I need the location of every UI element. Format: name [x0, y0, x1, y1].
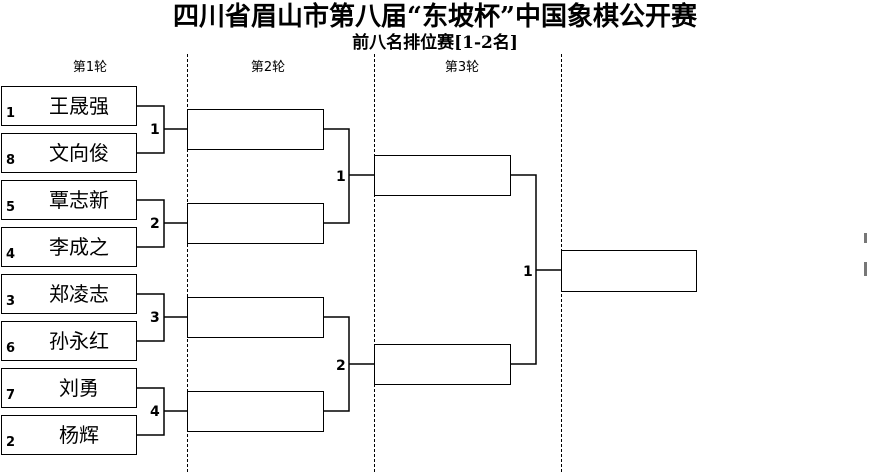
player-name: 文向俊 [49, 141, 109, 165]
player-name: 王晟强 [49, 94, 109, 118]
match-number: 2 [336, 358, 346, 374]
edge-mark [864, 262, 867, 276]
edge-mark [864, 233, 867, 243]
player-slot-3[interactable]: 5 覃志新 [1, 180, 137, 220]
player-seed: 6 [6, 341, 16, 356]
page-title: 四川省眉山市第八届“东坡杯”中国象棋公开赛 [173, 2, 697, 32]
round-2-slot[interactable] [187, 109, 324, 150]
page-subtitle: 前八名排位赛[1-2名] [352, 33, 518, 53]
player-name: 杨辉 [59, 423, 99, 447]
match-number: 1 [336, 169, 346, 185]
player-seed: 3 [6, 294, 16, 309]
match-number: 3 [150, 310, 160, 326]
player-name: 覃志新 [49, 188, 109, 212]
final-slot[interactable] [561, 250, 697, 292]
round-3-slot[interactable] [374, 155, 511, 196]
player-seed: 7 [6, 388, 16, 403]
player-name: 郑凌志 [49, 282, 109, 306]
player-slot-2[interactable]: 8 文向俊 [1, 133, 137, 173]
player-slot-8[interactable]: 2 杨辉 [1, 415, 137, 455]
player-seed: 5 [6, 200, 16, 215]
round-divider [374, 54, 375, 472]
player-seed: 8 [6, 153, 16, 168]
connector-line [324, 128, 350, 224]
player-name: 李成之 [49, 235, 109, 259]
round-2-label: 第2轮 [250, 60, 286, 75]
player-slot-7[interactable]: 7 刘勇 [1, 368, 137, 408]
player-name: 刘勇 [59, 376, 99, 400]
match-number: 2 [150, 216, 160, 232]
player-slot-1[interactable]: 1 王晟强 [1, 86, 137, 126]
round-divider [187, 54, 188, 472]
match-number: 4 [150, 404, 160, 420]
player-slot-6[interactable]: 6 孙永红 [1, 321, 137, 361]
player-seed: 1 [6, 106, 16, 121]
match-number: 1 [523, 264, 533, 280]
round-1-label: 第1轮 [72, 60, 108, 75]
player-slot-5[interactable]: 3 郑凌志 [1, 274, 137, 314]
match-number: 1 [150, 122, 160, 138]
player-name: 孙永红 [49, 329, 109, 353]
round-2-slot[interactable] [187, 391, 324, 432]
player-seed: 4 [6, 247, 16, 262]
round-2-slot[interactable] [187, 203, 324, 244]
player-slot-4[interactable]: 4 李成之 [1, 227, 137, 267]
player-seed: 2 [6, 435, 16, 450]
round-2-slot[interactable] [187, 297, 324, 338]
round-3-slot[interactable] [374, 344, 511, 385]
round-3-label: 第3轮 [444, 60, 480, 75]
